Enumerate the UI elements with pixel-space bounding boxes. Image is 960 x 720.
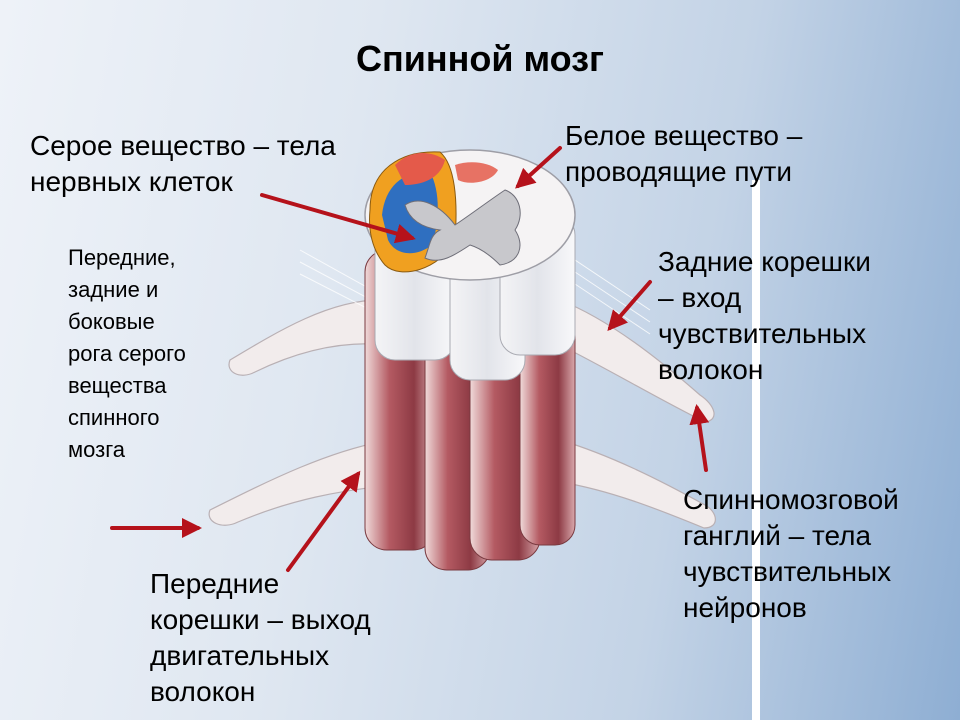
label-ventral-roots-line-4: волокон [150,676,256,707]
label-dorsal-roots-line-2: – вход [658,282,742,313]
label-dorsal-roots-line-3: чувствительных [658,318,867,349]
label-ganglion-line-4: нейронов [683,592,807,623]
label-ventral-roots: Передние корешки – выход двигательных во… [150,566,371,710]
page-title: Спинной мозг [355,38,605,79]
left-upper-root [228,299,391,376]
arrow-ganglion [689,404,710,472]
label-gray-matter-line-2: нервных клеток [30,166,233,197]
label-ventral-roots-line-3: двигательных [150,640,330,671]
left-lower-root [208,439,396,526]
label-gray-matter-line-1: Серое вещество – тела [30,130,336,161]
label-white-matter-line-1: Белое вещество – [565,120,803,151]
label-dorsal-roots-line-4: волокон [658,354,764,385]
cross-section [364,149,576,281]
label-dorsal-roots-line-1: Задние корешки [658,246,871,277]
label-white-matter: Белое вещество – проводящие пути [565,118,802,190]
label-horns-line-3: боковые [68,309,155,334]
label-ganglion-line-1: Спинномозговой [683,484,899,515]
label-horns: Передние, задние и боковые рога серого в… [68,242,186,466]
label-white-matter-line-2: проводящие пути [565,156,792,187]
label-ganglion-line-2: ганглий – тела [683,520,872,551]
vertical-divider [752,180,760,720]
label-dorsal-roots: Задние корешки – вход чувствительных вол… [658,244,871,388]
label-ganglion: Спинномозговой ганглий – тела чувствител… [683,482,899,626]
annotation-arrows [110,146,710,572]
label-gray-matter: Серое вещество – тела нервных клеток [30,128,336,200]
right-upper-root [559,299,715,423]
label-ventral-roots-line-1: Передние [150,568,280,599]
label-ventral-roots-line-2: корешки – выход [150,604,371,635]
arrow-ventral-roots [286,470,361,572]
label-horns-line-1: Передние, [68,245,176,270]
label-horns-line-2: задние и [68,277,159,302]
arrow-gray-matter [260,193,416,244]
label-horns-line-5: вещества [68,373,167,398]
arrow-white-matter [515,146,562,189]
label-ganglion-line-3: чувствительных [683,556,892,587]
label-horns-line-4: рога серого [68,341,186,366]
arrow-dorsal-roots [607,280,652,332]
label-horns-line-6: спинного [68,405,160,430]
right-lower-root [559,439,716,529]
label-horns-line-7: мозга [68,437,125,462]
